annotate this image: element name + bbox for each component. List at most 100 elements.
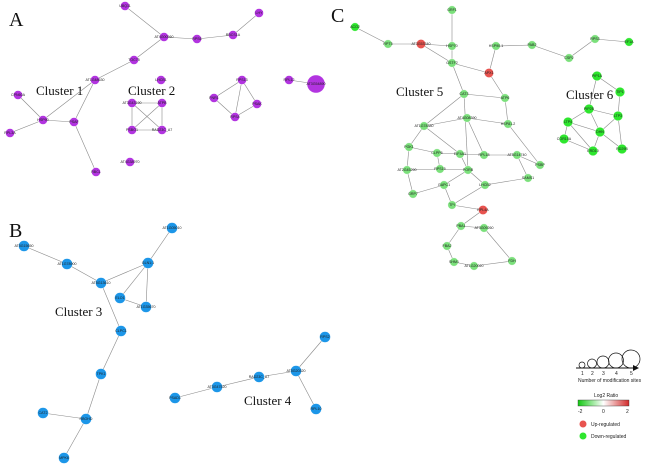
network-node: AT3G53340 (411, 39, 431, 49)
network-node: CLPP6 (431, 148, 443, 158)
node-label: AT4G38970 (120, 160, 139, 164)
node-circle (447, 58, 457, 68)
network-node: RPS6 (192, 34, 202, 44)
node-circle (615, 86, 626, 97)
network-edge (100, 262, 149, 284)
node-circle (90, 75, 100, 85)
node-label: RBCL (91, 170, 101, 174)
cluster-label-1: Cluster 1 (36, 83, 83, 98)
node-label: LHY (256, 11, 264, 15)
network-edge (63, 418, 87, 459)
node-circle (237, 75, 247, 85)
network-node: AT4G00560 (154, 32, 174, 42)
network-node: PIP2B (584, 103, 595, 114)
node-label: RD29B (616, 147, 628, 151)
network-edge (124, 5, 165, 38)
node-circle (58, 452, 70, 464)
node-label: AT1G78380 (414, 124, 433, 128)
node-circle (140, 301, 152, 313)
node-label: AT4G00560 (154, 35, 173, 39)
node-label: AT3G09260 (474, 226, 493, 230)
size-circle-1 (578, 361, 586, 369)
network-edge (507, 123, 541, 166)
node-label: PIP2B (584, 107, 595, 111)
network-node: EF1A (625, 37, 634, 47)
node-circle (80, 413, 92, 425)
node-circle (491, 41, 501, 51)
node-circle (462, 113, 472, 123)
network-edge (100, 330, 122, 375)
network-edge (23, 245, 68, 265)
node-label: TIP1 (616, 90, 624, 94)
node-circle (613, 110, 624, 121)
size-tick-3: 3 (602, 371, 605, 377)
network-node: RPT5 (383, 39, 393, 49)
network-edge (567, 121, 594, 152)
network-edge (423, 117, 468, 127)
node-circle (595, 126, 606, 137)
up-regulated-label: Up-regulated (591, 422, 620, 428)
node-label: GAPC1 (438, 183, 450, 187)
node-circle (500, 93, 510, 103)
node-circle (290, 365, 302, 377)
size-circle-5 (621, 349, 641, 369)
network-edge (420, 43, 453, 47)
node-label: CSP2 (564, 56, 573, 60)
node-circle (284, 75, 294, 85)
node-circle (95, 368, 107, 380)
node-circle (535, 160, 545, 170)
node-circle (209, 93, 219, 103)
network-edge (295, 370, 317, 410)
node-circle (95, 277, 107, 289)
node-circle (254, 8, 264, 18)
node-circle (512, 150, 522, 160)
node-circle (383, 39, 393, 49)
node-label: AT1G78900 (57, 262, 76, 266)
node-circle (523, 173, 533, 183)
node-circle (404, 142, 414, 152)
node-label: LHCB2 (479, 183, 491, 187)
node-label: RBCS1A (226, 33, 241, 37)
cluster-label-3: Cluster 3 (55, 304, 102, 319)
network-edge (463, 93, 469, 171)
node-label: SHM1 (449, 260, 459, 264)
node-label: TPK1 (97, 372, 106, 376)
node-label: HSP81-2 (501, 122, 516, 126)
node-circle (18, 240, 30, 252)
node-label: RPL3A (4, 131, 16, 135)
network-edge (588, 75, 598, 110)
network-node: AT1G05010 (162, 222, 182, 234)
node-label: CPN60A (11, 93, 26, 97)
network-node: AT1G48630 (85, 75, 105, 85)
ratio-tick-mid: 0 (602, 409, 605, 415)
network-edge (133, 36, 165, 61)
network-node: UBQ11 (119, 1, 131, 11)
network-node: RD29B (616, 143, 628, 154)
node-circle (455, 149, 465, 159)
network-edge (412, 184, 445, 195)
node-circle (459, 89, 469, 99)
network-edge (423, 125, 461, 155)
node-label: AT4G08390 (457, 116, 476, 120)
network-node: GAPC1 (438, 180, 450, 190)
node-circle (252, 99, 262, 109)
network-edge (73, 121, 97, 173)
network-edge (241, 79, 258, 105)
network-edge (213, 97, 236, 118)
network-node: FBA2 (443, 241, 452, 251)
size-circle-4 (608, 352, 624, 369)
network-node: GRF1 (447, 5, 457, 15)
network-edge (567, 121, 601, 133)
network-edge (473, 260, 513, 267)
network-node: TIP1 (615, 86, 626, 97)
node-circle (5, 128, 15, 138)
node-circle (156, 75, 166, 85)
network-node: ATP6 (500, 93, 510, 103)
network-edge (451, 62, 490, 74)
node-circle (38, 115, 48, 125)
network-node: RPS13 (236, 75, 248, 85)
node-circle (478, 205, 488, 215)
network-node: RBCL (91, 167, 101, 177)
network-edge (258, 370, 297, 378)
